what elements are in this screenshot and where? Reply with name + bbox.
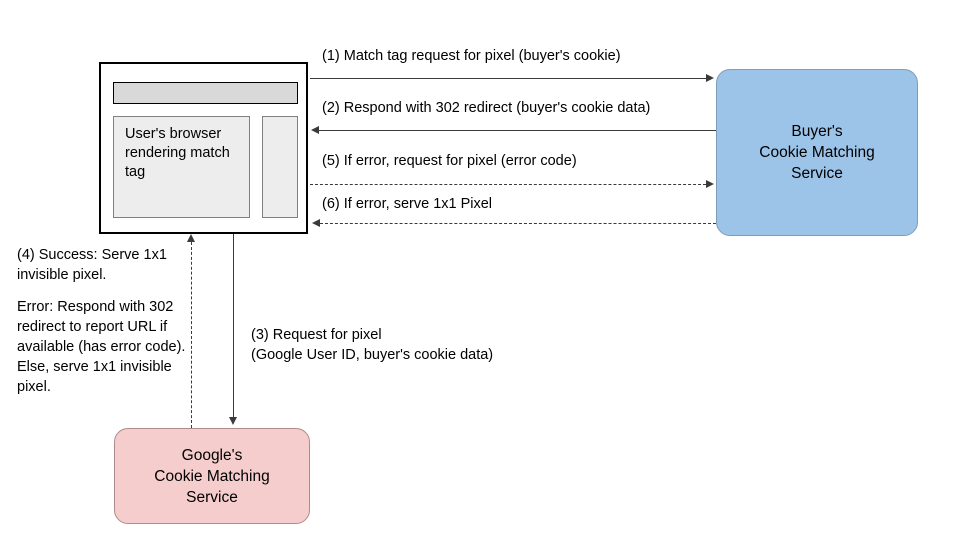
flow-6-line xyxy=(320,223,716,224)
flow-3-arrowhead-icon xyxy=(228,417,237,425)
flow-5-line xyxy=(310,184,706,185)
buyer-cookie-matching-service-label: Buyer's Cookie Matching Service xyxy=(759,123,875,182)
flow-4-error-label: Error: Respond with 302 redirect to repo… xyxy=(17,299,186,395)
flow-5-arrowhead-icon xyxy=(706,179,714,188)
flow-1-label: (1) Match tag request for pixel (buyer's… xyxy=(322,48,621,64)
flow-6-label: (6) If error, serve 1x1 Pixel xyxy=(322,196,493,212)
flow-5-label: (5) If error, request for pixel (error c… xyxy=(322,153,577,169)
flow-4-line xyxy=(191,242,192,428)
flow-2-label: (2) Respond with 302 redirect (buyer's c… xyxy=(322,100,651,116)
flow-1-arrowhead-icon xyxy=(706,73,714,82)
flow-2-arrowhead-icon xyxy=(311,125,319,134)
flow-2-line xyxy=(318,130,716,131)
browser-window: User's browser rendering match tag xyxy=(99,62,308,234)
flow-4-success-label: (4) Success: Serve 1x1 invisible pixel. xyxy=(17,247,167,283)
flow-3-line xyxy=(233,234,234,418)
flow-1-line xyxy=(310,78,708,79)
buyer-cookie-matching-service-node: Buyer's Cookie Matching Service xyxy=(716,69,918,236)
flow-3-label: (3) Request for pixel (Google User ID, b… xyxy=(251,327,494,363)
flow-4-arrowhead-icon xyxy=(186,234,195,242)
google-cookie-matching-service-node: Google's Cookie Matching Service xyxy=(114,428,310,524)
google-cookie-matching-service-label: Google's Cookie Matching Service xyxy=(154,446,270,506)
browser-content-panel: User's browser rendering match tag xyxy=(113,116,250,218)
browser-sidebar-panel xyxy=(262,116,298,218)
browser-content-label: User's browser rendering match tag xyxy=(125,126,230,180)
flow-6-arrowhead-icon xyxy=(312,218,320,227)
browser-address-bar xyxy=(113,82,298,104)
